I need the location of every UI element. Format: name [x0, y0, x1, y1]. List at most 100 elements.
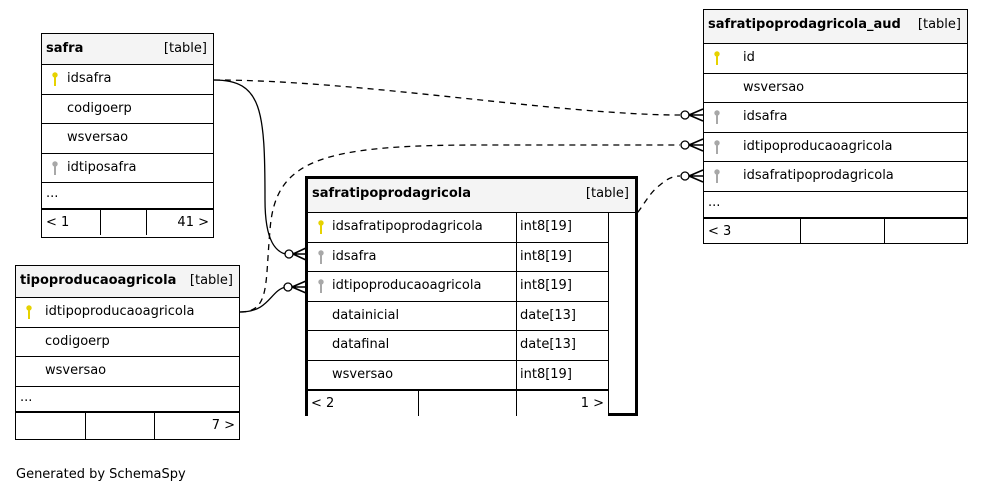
column-name: idsafratipoprodagricola: [743, 168, 894, 183]
column-name: idtiposafra: [67, 159, 137, 175]
column-type: int8[19]: [520, 278, 572, 293]
crowfoot-icon: [688, 138, 704, 152]
column-row[interactable]: idtipoproducaoagricola: [704, 133, 967, 162]
foreign-key-icon: [318, 279, 324, 293]
column-row[interactable]: codigoerp: [16, 328, 239, 357]
relation-safra-to-aud: [213, 79, 681, 116]
footer-right-count: 1 >: [580, 396, 604, 411]
column-row[interactable]: wsversao int8[19]: [308, 361, 608, 390]
column-name: idtipoproducaoagricola: [743, 138, 893, 154]
primary-key-icon: [26, 305, 32, 319]
column-row[interactable]: datafinal date[13]: [308, 331, 608, 361]
column-type: date[13]: [520, 307, 576, 323]
column-row[interactable]: id: [704, 44, 967, 74]
table-header: safratipoprodagricola_aud [table]: [704, 10, 967, 44]
column-name: idtipoproducaoagricola: [45, 304, 195, 319]
column-name: wsversao: [67, 130, 129, 145]
column-type: int8[19]: [520, 248, 572, 264]
column-row[interactable]: codigoerp: [42, 95, 213, 124]
column-name: idsafra: [67, 71, 112, 86]
table-type-label: [table]: [585, 186, 629, 201]
ellipsis-row: ...: [704, 192, 967, 218]
column-type: int8[19]: [520, 366, 572, 382]
table-name: safratipoprodagricola: [312, 186, 472, 201]
table-name: tipoproducaoagricola: [20, 273, 177, 288]
column-type: date[13]: [520, 337, 576, 352]
table-header: tipoproducaoagricola [table]: [16, 266, 239, 298]
table-name: safratipoprodagricola_aud: [708, 17, 901, 32]
crowfoot-icon: [292, 247, 307, 261]
crowfoot-icon: [291, 280, 307, 294]
table-header: safra [table]: [42, 34, 213, 65]
relation-end-circle: [283, 282, 293, 292]
ellipsis-row: ...: [16, 387, 239, 412]
footer-left-count: < 3: [708, 223, 732, 239]
column-row[interactable]: idsafratipoprodagricola int8[19]: [308, 213, 608, 243]
crowfoot-icon: [688, 169, 704, 183]
column-type: int8[19]: [520, 219, 572, 234]
table-safratipoprodagricola[interactable]: safratipoprodagricola [table] idsafratip…: [305, 176, 638, 416]
column-row[interactable]: idsafra: [704, 103, 967, 133]
relation-safra-to-safratipoprodagricola: [213, 79, 293, 256]
generated-by-note: Generated by SchemaSpy: [16, 467, 186, 482]
column-row[interactable]: idsafra: [42, 65, 213, 95]
column-row[interactable]: wsversao: [16, 357, 239, 387]
table-tipoproducaoagricola[interactable]: tipoproducaoagricola [table] idtipoprodu…: [15, 265, 240, 440]
column-list: idsafratipoprodagricola int8[19] idsafra…: [308, 213, 609, 416]
relation-end-circle: [284, 249, 294, 259]
column-name: id: [743, 50, 755, 65]
relation-end-circle: [680, 140, 690, 150]
table-footer: < 1 41 >: [42, 209, 213, 235]
table-type-label: [table]: [189, 273, 233, 288]
column-row[interactable]: idsafratipoprodagricola: [704, 162, 967, 192]
relation-tipoproducao-to-safratipoprodagricola: [239, 286, 287, 313]
relation-tipoproducao-to-aud: [239, 144, 680, 313]
footer-left-count: < 2: [311, 396, 335, 411]
column-row[interactable]: wsversao: [704, 74, 967, 103]
column-name: datafinal: [332, 337, 390, 352]
table-footer: < 2 1 >: [308, 390, 608, 416]
column-row[interactable]: idtipoproducaoagricola int8[19]: [308, 272, 608, 302]
table-header: safratipoprodagricola [table]: [308, 179, 635, 213]
column-row[interactable]: datainicial date[13]: [308, 302, 608, 331]
primary-key-icon: [714, 51, 720, 65]
crowfoot-icon: [688, 108, 704, 122]
table-footer: 7 >: [16, 411, 239, 439]
column-name: datainicial: [332, 307, 400, 323]
ellipsis: ...: [20, 389, 33, 405]
table-type-label: [table]: [917, 17, 961, 32]
table-type-label: [table]: [163, 41, 207, 56]
column-name: wsversao: [743, 79, 805, 95]
column-row[interactable]: idtipoproducaoagricola: [16, 298, 239, 328]
column-name: idtipoproducaoagricola: [332, 278, 482, 293]
footer-right-count: 7 >: [211, 417, 235, 433]
relation-safratipo-to-aud: [608, 175, 681, 227]
column-name: codigoerp: [67, 100, 132, 116]
foreign-key-icon: [714, 110, 720, 124]
column-name: idsafra: [332, 248, 377, 264]
foreign-key-icon: [318, 249, 324, 264]
table-safratipoprodagricola-aud[interactable]: safratipoprodagricola_aud [table] id wsv…: [703, 9, 968, 244]
column-name: idsafra: [743, 109, 788, 124]
column-row[interactable]: wsversao: [42, 124, 213, 154]
primary-key-icon: [318, 220, 324, 234]
table-footer: < 3: [704, 217, 967, 244]
relation-end-circle: [680, 171, 690, 181]
ellipsis: ...: [46, 186, 59, 201]
relation-end-circle: [680, 110, 690, 120]
footer-right-count: 41 >: [177, 215, 209, 230]
table-name: safra: [46, 41, 84, 56]
column-name: wsversao: [332, 366, 394, 382]
foreign-key-icon: [52, 160, 58, 175]
table-safra[interactable]: safra [table] idsafra codigoerp wsversao…: [41, 33, 214, 238]
primary-key-icon: [52, 72, 58, 86]
column-row[interactable]: idtiposafra: [42, 154, 213, 183]
footer-left-count: < 1: [46, 215, 70, 230]
column-row[interactable]: idsafra int8[19]: [308, 243, 608, 272]
column-name: idsafratipoprodagricola: [332, 219, 483, 234]
column-name: wsversao: [45, 363, 107, 378]
ellipsis: ...: [708, 194, 721, 210]
column-name: codigoerp: [45, 333, 110, 349]
foreign-key-icon: [714, 169, 720, 183]
